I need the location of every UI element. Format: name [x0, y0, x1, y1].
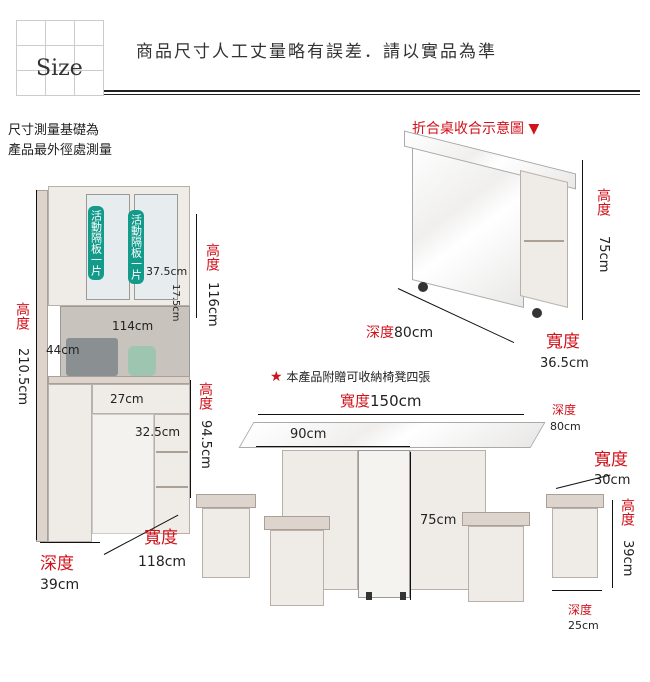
stool-height-label: 高度 — [619, 498, 635, 526]
dining-width-label-text: 寬度 — [340, 392, 371, 410]
tag-right-shelf: 活動隔板一片 — [128, 210, 144, 284]
folded-height-line — [582, 160, 583, 320]
stool-1 — [196, 494, 256, 578]
folded-depth-label-text: 深度 — [366, 325, 394, 341]
cabinet-width-value: 118cm — [138, 554, 187, 570]
stool-depth-line — [552, 590, 602, 591]
cabinet-width-label: 寬度 — [144, 528, 178, 548]
folded-table-illustration — [404, 130, 576, 320]
cabinet-depth-line — [40, 542, 100, 543]
cabinet-upper-height-label: 高度 — [204, 243, 220, 271]
cabinet-lower-height-value: 94.5cm — [198, 420, 213, 469]
tag-left-shelf: 活動隔板一片 — [88, 206, 104, 280]
cabinet-total-height-label: 高度 — [14, 302, 30, 330]
cabinet-upper-height-value: 116cm — [205, 282, 220, 327]
star-icon: ★ — [270, 369, 283, 385]
folded-height-value: 75cm — [596, 236, 611, 273]
dining-height-line — [410, 452, 411, 600]
dining-depth-value: 80cm — [550, 420, 581, 433]
dining-note-text: 本產品附贈可收納椅凳四張 — [286, 370, 431, 384]
stool-2 — [264, 516, 330, 606]
header-rule — [104, 90, 640, 92]
stool-width-label: 寬度 — [594, 450, 628, 470]
folded-depth-label: 深度80cm — [366, 326, 433, 340]
cabinet-total-height-value: 210.5cm — [15, 348, 30, 406]
cabinet-upper-height-line — [196, 214, 197, 318]
measure-note-line1: 尺寸測量基礎為 — [8, 123, 100, 138]
stool-4 — [546, 494, 604, 578]
dining-depth-label: 深度 — [552, 403, 577, 417]
down-arrow-icon: ▼ — [528, 121, 540, 137]
dining-height-value: 75cm — [420, 513, 457, 528]
folded-height-label: 高度 — [595, 188, 611, 216]
stool-height-value: 39cm — [620, 540, 635, 577]
folded-table-title: 折合桌收合示意圖 ▼ — [412, 122, 539, 136]
cabinet-depth-label: 深度 — [40, 554, 74, 574]
size-label: Size — [36, 56, 83, 81]
folded-width-value: 36.5cm — [540, 356, 589, 371]
inner-width: 114cm — [112, 319, 154, 333]
counter-depth: 27cm — [110, 392, 144, 406]
dining-width-line — [258, 414, 524, 415]
cabinet-lower-height-line — [190, 380, 191, 498]
shelf-height: 17.5cm — [170, 284, 181, 322]
dining-half-width-line — [256, 446, 410, 447]
dining-half-width: 90cm — [290, 427, 327, 442]
header-rule-thin — [104, 94, 640, 95]
shelf-depth: 37.5cm — [146, 265, 188, 278]
folded-depth-value: 80cm — [394, 325, 434, 341]
stool-3 — [462, 512, 530, 602]
stool-depth-value: 25cm — [568, 619, 599, 632]
cabinet-lower-height-label: 高度 — [197, 382, 213, 410]
size-logo-grid — [16, 20, 104, 96]
stool-depth-label: 深度 — [568, 603, 593, 617]
dining-width-label: 寬度150cm — [340, 394, 422, 409]
folded-table-title-text: 折合桌收合示意圖 — [412, 121, 524, 137]
folded-width-label: 寬度 — [546, 332, 580, 352]
header-notice: 商品尺寸人工丈量略有誤差．請以實品為準 — [136, 42, 497, 62]
measure-note-line2: 產品最外徑處測量 — [8, 143, 113, 158]
stool-height-line — [612, 500, 613, 588]
dining-width-value: 150cm — [370, 392, 422, 410]
inner-height: 44cm — [46, 343, 80, 357]
dining-note: ★ 本產品附贈可收納椅凳四張 — [270, 370, 430, 384]
cabinet-illustration — [36, 186, 190, 552]
cabinet-depth-value: 39cm — [40, 577, 80, 593]
cabinet-total-height-line — [36, 190, 37, 540]
lower-depth: 32.5cm — [135, 425, 181, 439]
